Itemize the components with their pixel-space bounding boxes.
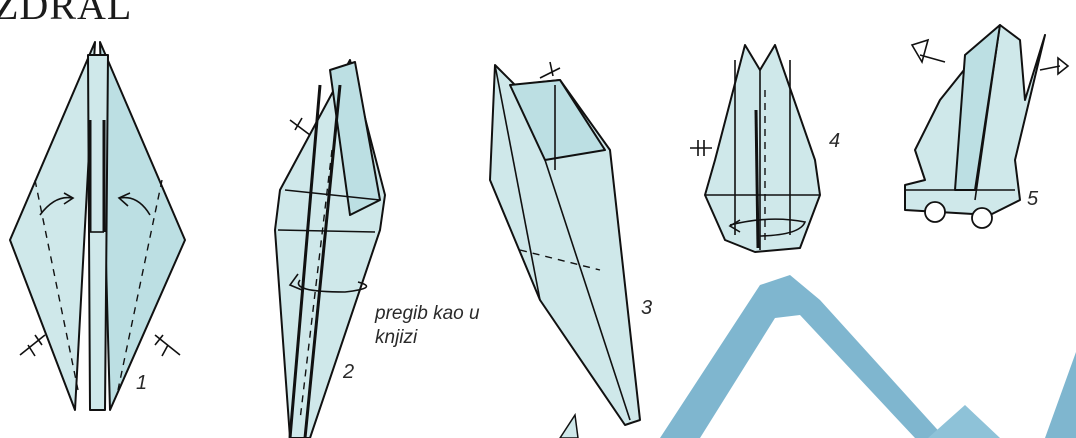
step-5-number: 5 (1027, 188, 1038, 211)
step-2-caption: pregib kao u knjizi (375, 302, 480, 350)
caption-line-2: knjizi (375, 326, 480, 350)
step-1-diagram (10, 42, 185, 410)
caption-line-1: pregib kao u (375, 302, 480, 326)
step-4-number: 4 (829, 130, 840, 153)
step-4-diagram (690, 45, 820, 252)
step-2-diagram (275, 60, 385, 438)
step-3-number: 3 (641, 297, 652, 320)
step-1-number: 1 (136, 372, 147, 395)
step-5-diagram (905, 25, 1068, 228)
step-2-number: 2 (343, 361, 354, 384)
step-3-diagram (490, 62, 640, 425)
